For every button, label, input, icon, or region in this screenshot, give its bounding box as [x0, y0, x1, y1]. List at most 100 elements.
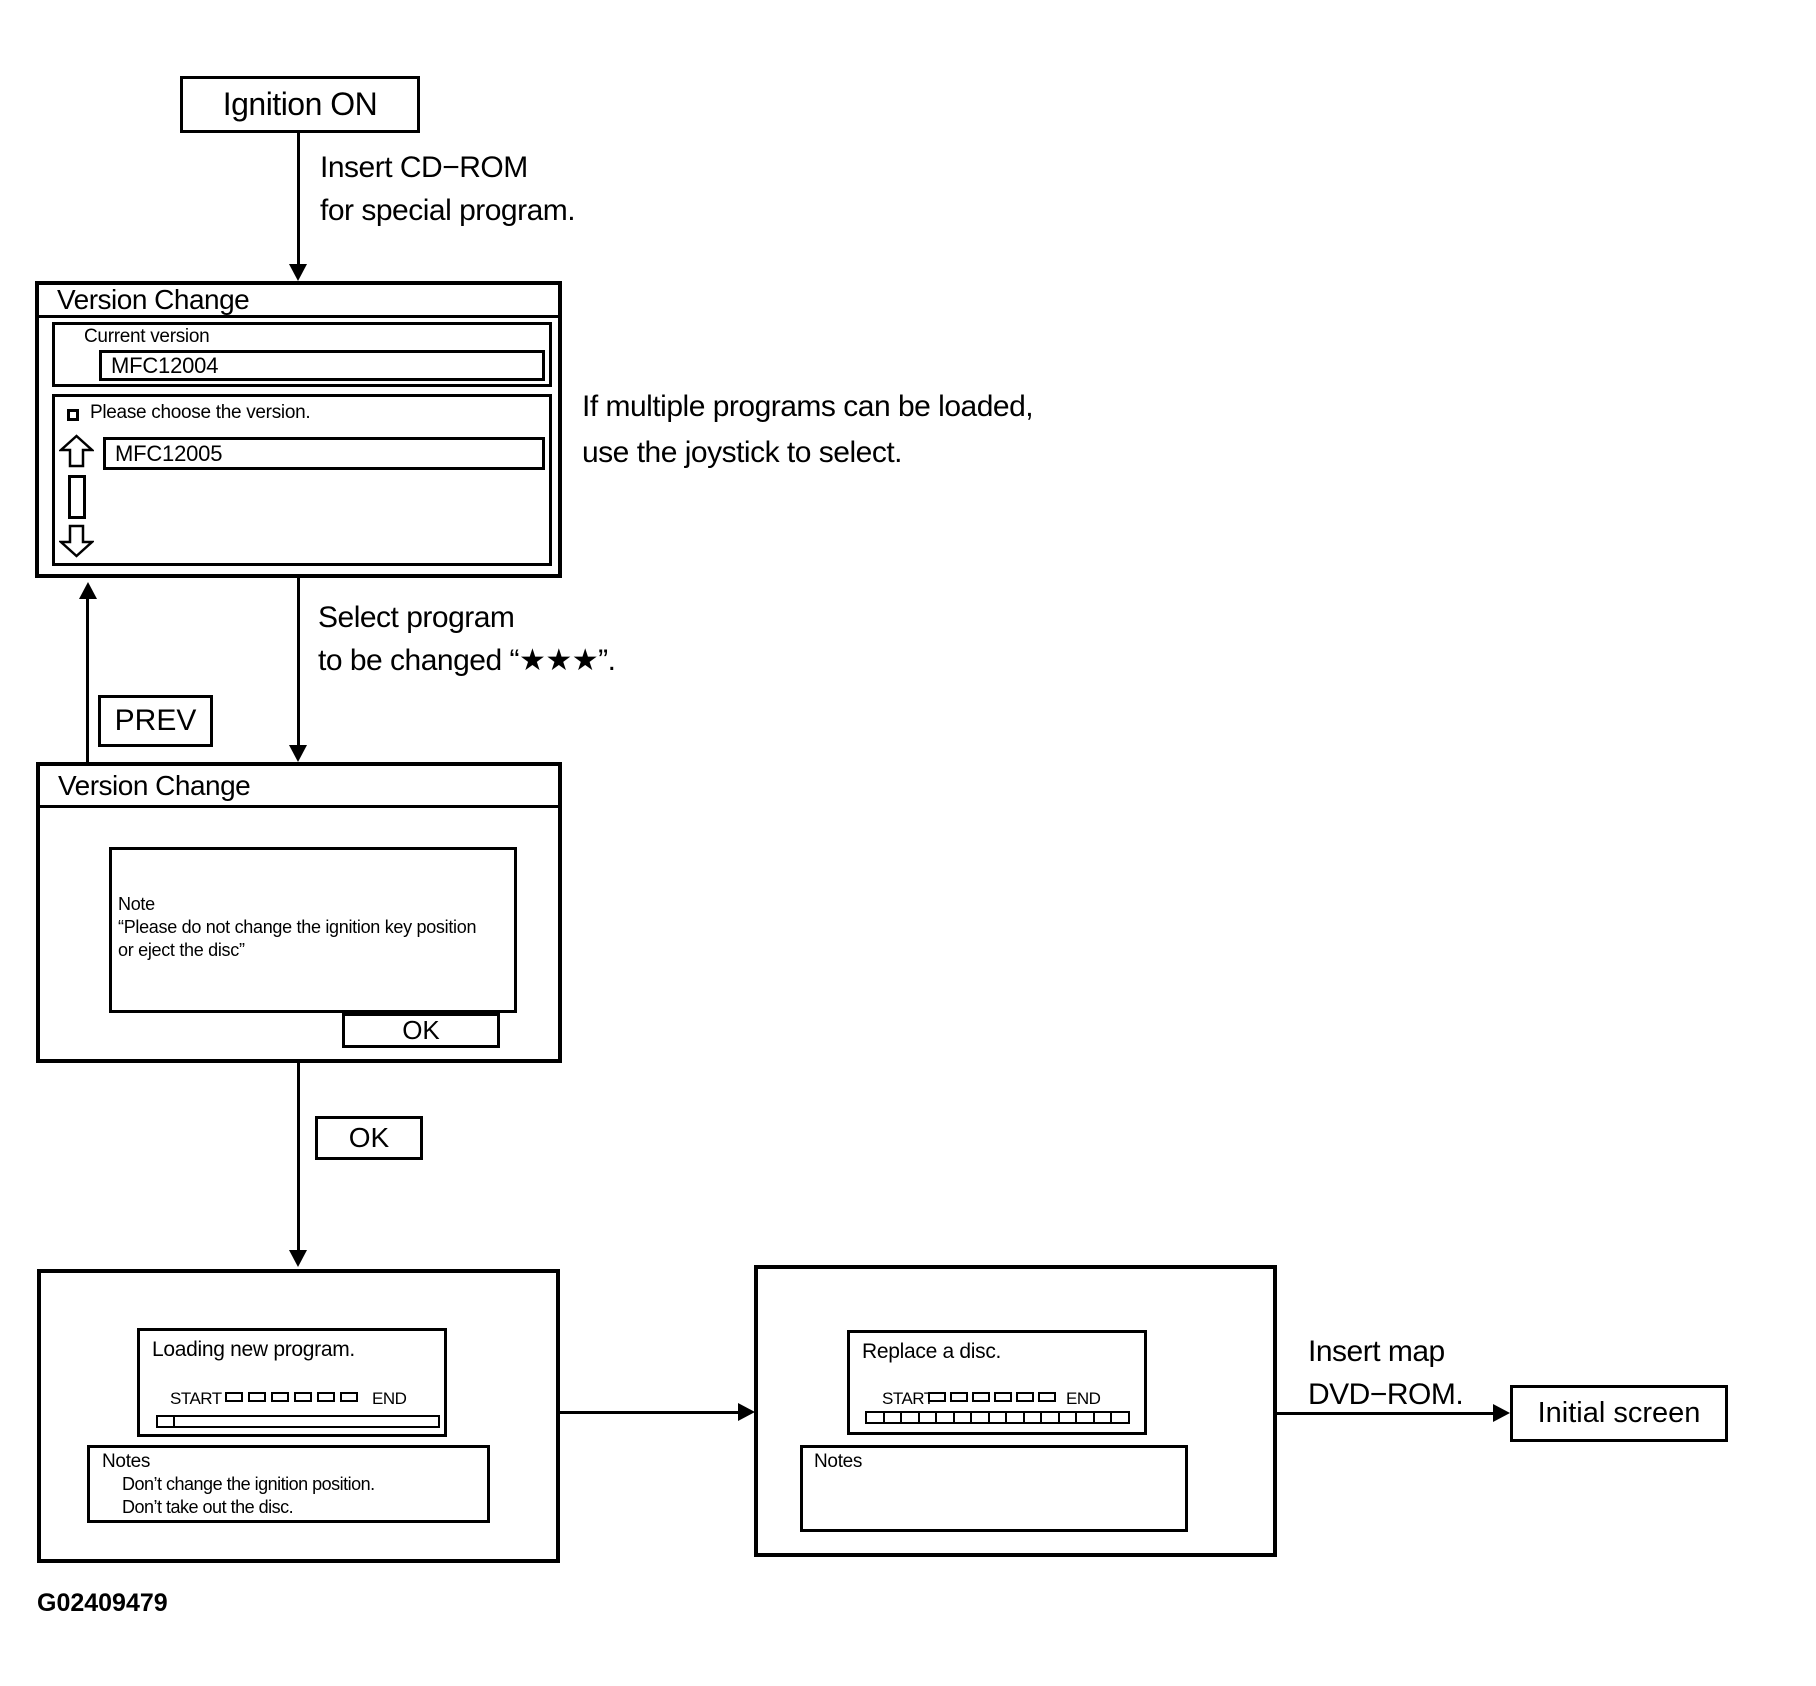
progress-cell: [990, 1413, 1008, 1422]
progress-cell: [1042, 1413, 1060, 1422]
screen3-progress-bar: [156, 1415, 440, 1428]
progress-cell: [1095, 1413, 1113, 1422]
select-program-line1: Select program: [318, 601, 515, 634]
progress-cell: [1077, 1413, 1095, 1422]
arrowhead-right-screen4: [738, 1403, 755, 1421]
dialog-ok-label: OK: [402, 1015, 440, 1045]
progress-cell: [928, 1392, 946, 1402]
joystick-line2: use the joystick to select.: [582, 436, 903, 469]
arrowhead-right-initial: [1493, 1404, 1510, 1422]
screen4-progress-segments: [928, 1392, 1056, 1402]
arrowhead-down-screen3: [289, 1250, 307, 1267]
progress-cell: [1112, 1413, 1128, 1422]
progress-cell: [955, 1413, 973, 1422]
bullet-square-icon: [67, 409, 79, 421]
screen3-start-label: START: [170, 1389, 222, 1408]
ok-step-label: OK: [348, 1122, 390, 1153]
flow-line-screen4-to-initial: [1277, 1412, 1494, 1415]
progress-cell: [340, 1392, 358, 1402]
flow-line-prev: [86, 598, 89, 767]
screen1-title: Version Change: [57, 284, 250, 315]
note-dialog-line1: Note: [118, 894, 155, 914]
progress-cell: [902, 1413, 920, 1422]
progress-cell: [1007, 1413, 1025, 1422]
screen3-note-1: Don’t change the ignition position.: [122, 1474, 375, 1494]
loading-message: Loading new program.: [152, 1338, 355, 1361]
progress-cell: [248, 1392, 266, 1402]
scrollbar-thumb[interactable]: [68, 475, 86, 519]
note-dialog-line2: “Please do not change the ignition key p…: [118, 917, 477, 937]
screen2-title: Version Change: [58, 769, 251, 801]
screen4-progress-bar: [865, 1411, 1130, 1424]
progress-cell: [867, 1413, 885, 1422]
progress-cell: [994, 1392, 1012, 1402]
screen3-note-2: Don’t take out the disc.: [122, 1497, 294, 1517]
screen3-progress-segments: [225, 1392, 358, 1402]
progress-cell: [1016, 1392, 1034, 1402]
choose-version-label: Please choose the version.: [90, 402, 311, 423]
screen4-start-label: START: [882, 1389, 934, 1408]
select-program-line2: to be changed “★★★”.: [318, 644, 616, 677]
screen4-notes-panel: [800, 1445, 1188, 1532]
progress-cell: [271, 1392, 289, 1402]
flow-line-screen3-to-screen4: [560, 1411, 740, 1414]
note-dialog: [109, 847, 517, 1013]
flow-line-ignition-to-screen1: [297, 133, 300, 264]
insert-dvd-line1: Insert map: [1308, 1335, 1445, 1368]
dialog-ok-button[interactable]: OK: [342, 1013, 500, 1048]
progress-cell: [885, 1413, 903, 1422]
progress-cell: [225, 1392, 243, 1402]
progress-cell: [175, 1417, 438, 1426]
choose-version-panel: [52, 394, 552, 566]
progress-cell: [972, 1392, 990, 1402]
screen1-title-bar: Version Change: [39, 284, 558, 318]
screen4-notes-title: Notes: [814, 1451, 863, 1472]
ignition-on-node: Ignition ON: [180, 76, 420, 133]
initial-screen-node: Initial screen: [1510, 1385, 1728, 1442]
current-version-label: Current version: [84, 326, 210, 347]
arrowhead-up-prev: [79, 582, 97, 599]
progress-cell: [317, 1392, 335, 1402]
note-dialog-text: Note “Please do not change the ignition …: [118, 893, 476, 962]
prev-node: PREV: [98, 695, 213, 747]
initial-screen-label: Initial screen: [1537, 1397, 1701, 1429]
arrowhead-down-screen2: [289, 745, 307, 762]
insert-cd-line1: Insert CD−ROM: [320, 151, 528, 184]
scroll-down-arrow-icon[interactable]: [59, 524, 94, 558]
arrowhead-down-screen1: [289, 264, 307, 281]
progress-cell: [972, 1413, 990, 1422]
prev-label: PREV: [114, 704, 197, 737]
replace-disc-message: Replace a disc.: [862, 1340, 1002, 1363]
progress-cell: [937, 1413, 955, 1422]
progress-cell: [1038, 1392, 1056, 1402]
flow-line-screen1-to-screen2: [297, 578, 300, 745]
selected-version-value: MFC12005: [115, 440, 223, 466]
screen3-notes-title: Notes: [102, 1451, 151, 1472]
progress-cell: [950, 1392, 968, 1402]
note-dialog-line3: or eject the disc”: [118, 940, 245, 960]
insert-dvd-annotation: Insert map DVD−ROM.: [1308, 1330, 1464, 1416]
joystick-annotation: If multiple programs can be loaded, use …: [582, 384, 1034, 476]
insert-dvd-line2: DVD−ROM.: [1308, 1378, 1464, 1411]
progress-cell: [920, 1413, 938, 1422]
selected-version-field[interactable]: MFC12005: [103, 437, 545, 470]
insert-cd-line2: for special program.: [320, 194, 576, 227]
joystick-line1: If multiple programs can be loaded,: [582, 390, 1034, 423]
scroll-up-arrow-icon[interactable]: [59, 434, 94, 468]
flow-line-screen2-to-screen3: [297, 1063, 300, 1250]
progress-cell: [294, 1392, 312, 1402]
screen3-notes-panel: [87, 1445, 490, 1523]
ok-step-node: OK: [315, 1116, 423, 1160]
current-version-field: MFC12004: [99, 350, 545, 381]
screen4-end-label: END: [1066, 1389, 1101, 1408]
screen2-title-bar: Version Change: [40, 766, 558, 808]
screen3-end-label: END: [372, 1389, 407, 1408]
select-program-annotation: Select program to be changed “★★★”.: [318, 596, 616, 682]
ignition-on-label: Ignition ON: [222, 86, 378, 122]
current-version-value: MFC12004: [111, 352, 219, 378]
progress-cell: [158, 1417, 175, 1426]
progress-cell: [1025, 1413, 1043, 1422]
progress-cell: [1060, 1413, 1078, 1422]
insert-cd-annotation: Insert CD−ROM for special program.: [320, 146, 576, 232]
